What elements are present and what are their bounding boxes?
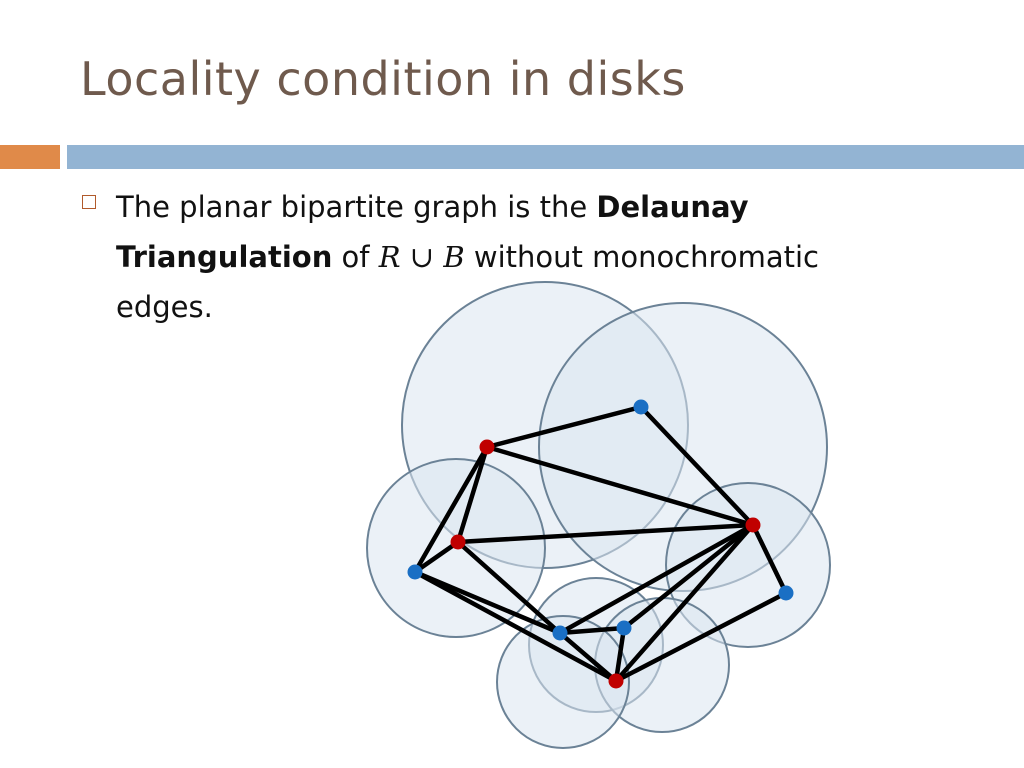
title-divider-bar [67, 145, 1024, 169]
blue-point [616, 620, 632, 636]
math-var-b: B [443, 240, 465, 274]
point-layer [407, 399, 794, 689]
bullet-text-pre: The planar bipartite graph is the [116, 190, 597, 224]
graph-edge [557, 630, 619, 684]
blue-point [633, 399, 649, 415]
graph-edge [412, 569, 619, 684]
blue-point [552, 625, 568, 641]
math-union: ∪ [400, 240, 444, 274]
graph-edge [621, 522, 756, 631]
graph-edge [557, 625, 627, 636]
graph-edge [412, 539, 461, 575]
graph-edge [455, 444, 490, 545]
graph-edge [412, 444, 490, 575]
graph-edge [613, 522, 756, 684]
bullet-text-post2: edges. [116, 290, 213, 324]
disk-layer [366, 281, 831, 749]
graph-edge [484, 404, 644, 450]
bullet-text-post: without monochromatic [464, 240, 819, 274]
graph-edge [750, 522, 789, 596]
math-var-r: R [378, 240, 401, 274]
disk [496, 615, 630, 749]
disk [665, 482, 831, 648]
blue-point [778, 585, 794, 601]
square-bullet-icon [82, 195, 96, 209]
red-point [479, 439, 495, 455]
graph-edge [455, 539, 563, 636]
bullet-text-mid: of [332, 240, 379, 274]
graph-edge [638, 404, 756, 528]
graph-edge [484, 444, 756, 528]
graph-edge [613, 625, 627, 684]
graph-edge [412, 569, 563, 636]
graph-edge [613, 590, 789, 684]
bullet-point: The planar bipartite graph is the Delaun… [82, 182, 902, 332]
blue-point [407, 564, 423, 580]
edge-layer [412, 404, 789, 684]
slide-title: Locality condition in disks [80, 52, 686, 106]
bullet-bold-triangulation: Triangulation [116, 240, 333, 274]
red-point [450, 534, 466, 550]
red-point [745, 517, 761, 533]
bullet-text: The planar bipartite graph is the Delaun… [116, 182, 902, 332]
graph-edge [557, 522, 756, 636]
bullet-bold-delaunay: Delaunay [596, 190, 749, 224]
red-point [608, 673, 624, 689]
accent-bar [0, 145, 60, 169]
graph-edge [455, 522, 756, 545]
